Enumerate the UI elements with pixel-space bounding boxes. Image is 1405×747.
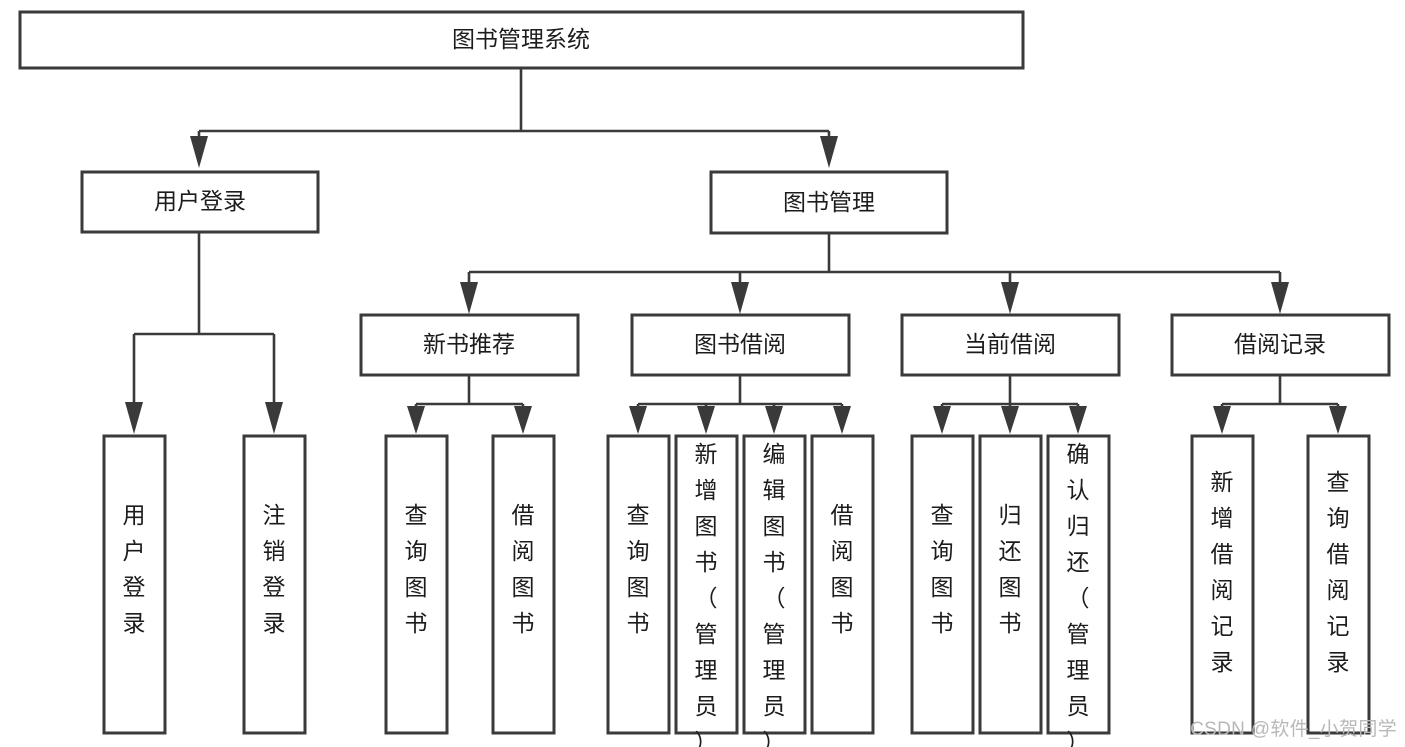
arrow-head-cb-leaf-1 bbox=[933, 406, 951, 434]
node-label-leaf-cb-return-book: 归还图书 bbox=[999, 502, 1022, 636]
connector-group-user-login bbox=[125, 232, 283, 434]
leaf-node-nbr-query-book[interactable]: 查询图书 bbox=[384, 434, 449, 735]
node-label-new-book-recommend: 新书推荐 bbox=[423, 331, 515, 357]
arrow-head-bb-leaf-4 bbox=[833, 406, 851, 434]
connector-group-book-mgmt bbox=[460, 233, 1289, 314]
arrow-head-current-borrow bbox=[1001, 282, 1019, 314]
arrow-head-user-login bbox=[190, 136, 208, 168]
arrow-head-book-borrow bbox=[731, 282, 749, 314]
connector-group-book-borrow bbox=[629, 375, 851, 434]
node-label-current-borrow: 当前借阅 bbox=[964, 331, 1056, 357]
node-label-leaf-logout: 注销登录 bbox=[263, 502, 286, 636]
connector-group-borrow-record bbox=[1213, 375, 1347, 434]
connector-group-current-borrow bbox=[933, 375, 1087, 434]
node-label-leaf-nbr-query-book: 查询图书 bbox=[405, 502, 428, 636]
arrow-head-book-mgmt bbox=[820, 136, 838, 168]
node-box-current-borrow[interactable] bbox=[900, 313, 1121, 377]
node-box-leaf-bb-query-book[interactable] bbox=[606, 434, 671, 735]
leaf-node-bb-query-book[interactable]: 查询图书 bbox=[606, 434, 671, 735]
node-box-leaf-cb-confirm-return[interactable] bbox=[1046, 434, 1111, 735]
connector-group-new-book-rec bbox=[407, 375, 532, 434]
node-box-leaf-br-add-record[interactable] bbox=[1190, 434, 1255, 735]
arrow-head-nbr-leaf-1 bbox=[407, 406, 425, 434]
node-box-user-login[interactable] bbox=[80, 170, 320, 234]
node-box-leaf-nbr-query-book[interactable] bbox=[384, 434, 449, 735]
arrow-head-new-book-rec bbox=[460, 282, 478, 314]
node-label-leaf-bb-query-book: 查询图书 bbox=[627, 502, 650, 636]
node-label-book-borrow: 图书借阅 bbox=[694, 331, 786, 357]
node-box-leaf-user-login[interactable] bbox=[102, 434, 167, 735]
connector-group-root bbox=[190, 68, 838, 168]
leaf-node-logout[interactable]: 注销登录 bbox=[242, 434, 307, 735]
node-label-leaf-cb-query-book: 查询图书 bbox=[931, 502, 954, 636]
node-box-leaf-cb-return-book[interactable] bbox=[978, 434, 1043, 735]
arrow-head-leaf-user-login bbox=[125, 402, 143, 434]
arrow-head-br-leaf-1 bbox=[1213, 406, 1231, 434]
node-label-leaf-user-login: 用户登录 bbox=[123, 502, 146, 636]
arrow-head-bb-leaf-3 bbox=[765, 406, 783, 434]
leaf-node-nbr-borrow-book[interactable]: 借阅图书 bbox=[491, 434, 556, 735]
node-label-borrow-record: 借阅记录 bbox=[1234, 331, 1326, 357]
node-label-book-management: 图书管理 bbox=[783, 189, 875, 215]
node-new-book-recommend[interactable]: 新书推荐 bbox=[359, 313, 580, 377]
node-label-user-login: 用户登录 bbox=[154, 188, 246, 214]
node-root-system[interactable]: 图书管理系统 bbox=[18, 10, 1025, 70]
leaf-node-cb-query-book[interactable]: 查询图书 bbox=[910, 434, 975, 735]
node-current-borrow[interactable]: 当前借阅 bbox=[900, 313, 1121, 377]
node-book-borrow[interactable]: 图书借阅 bbox=[630, 313, 851, 377]
node-box-root[interactable] bbox=[18, 10, 1025, 70]
node-box-new-book-recommend[interactable] bbox=[359, 313, 580, 377]
leaf-node-bb-borrow-book[interactable]: 借阅图书 bbox=[810, 434, 875, 735]
node-label-leaf-cb-confirm-return: 确认归还（管理员） bbox=[1067, 441, 1090, 747]
node-box-book-borrow[interactable] bbox=[630, 313, 851, 377]
node-label-leaf-bb-add-book: 新增图书（管理员） bbox=[695, 441, 718, 747]
leaf-node-bb-edit-book[interactable]: 编辑图书（管理员） bbox=[742, 434, 807, 747]
node-book-management[interactable]: 图书管理 bbox=[709, 170, 949, 235]
node-borrow-record[interactable]: 借阅记录 bbox=[1170, 313, 1391, 377]
leaf-node-br-query-record[interactable]: 查询借阅记录 bbox=[1306, 434, 1371, 735]
leaf-node-bb-add-book[interactable]: 新增图书（管理员） bbox=[674, 434, 739, 747]
arrow-head-nbr-leaf-2 bbox=[514, 406, 532, 434]
arrow-head-bb-leaf-2 bbox=[697, 406, 715, 434]
arrow-head-cb-leaf-3 bbox=[1069, 406, 1087, 434]
leaf-node-cb-confirm-return[interactable]: 确认归还（管理员） bbox=[1046, 434, 1111, 747]
node-box-leaf-bb-add-book[interactable] bbox=[674, 434, 739, 735]
arrow-head-borrow-record bbox=[1271, 282, 1289, 314]
node-label-leaf-bb-edit-book: 编辑图书（管理员） bbox=[763, 441, 786, 747]
node-label-leaf-br-query-record: 查询借阅记录 bbox=[1327, 469, 1350, 675]
node-box-leaf-bb-edit-book[interactable] bbox=[742, 434, 807, 735]
node-label-leaf-bb-borrow-book: 借阅图书 bbox=[831, 502, 854, 636]
node-box-leaf-nbr-borrow-book[interactable] bbox=[491, 434, 556, 735]
node-box-leaf-cb-query-book[interactable] bbox=[910, 434, 975, 735]
node-label-leaf-nbr-borrow-book: 借阅图书 bbox=[512, 502, 535, 636]
node-label-leaf-br-add-record: 新增借阅记录 bbox=[1211, 469, 1234, 675]
node-box-leaf-br-query-record[interactable] bbox=[1306, 434, 1371, 735]
node-box-leaf-logout[interactable] bbox=[242, 434, 307, 735]
node-box-leaf-bb-borrow-book[interactable] bbox=[810, 434, 875, 735]
arrow-head-leaf-logout bbox=[265, 402, 283, 434]
leaf-node-cb-return-book[interactable]: 归还图书 bbox=[978, 434, 1043, 735]
node-box-borrow-record[interactable] bbox=[1170, 313, 1391, 377]
node-box-book-management[interactable] bbox=[709, 170, 949, 235]
node-label-root: 图书管理系统 bbox=[452, 26, 590, 52]
leaf-node-user-login[interactable]: 用户登录 bbox=[102, 434, 167, 735]
arrow-head-br-leaf-2 bbox=[1329, 406, 1347, 434]
arrow-head-cb-leaf-2 bbox=[1001, 406, 1019, 434]
leaf-node-br-add-record[interactable]: 新增借阅记录 bbox=[1190, 434, 1255, 735]
arrow-head-bb-leaf-1 bbox=[629, 406, 647, 434]
node-user-login[interactable]: 用户登录 bbox=[80, 170, 320, 234]
